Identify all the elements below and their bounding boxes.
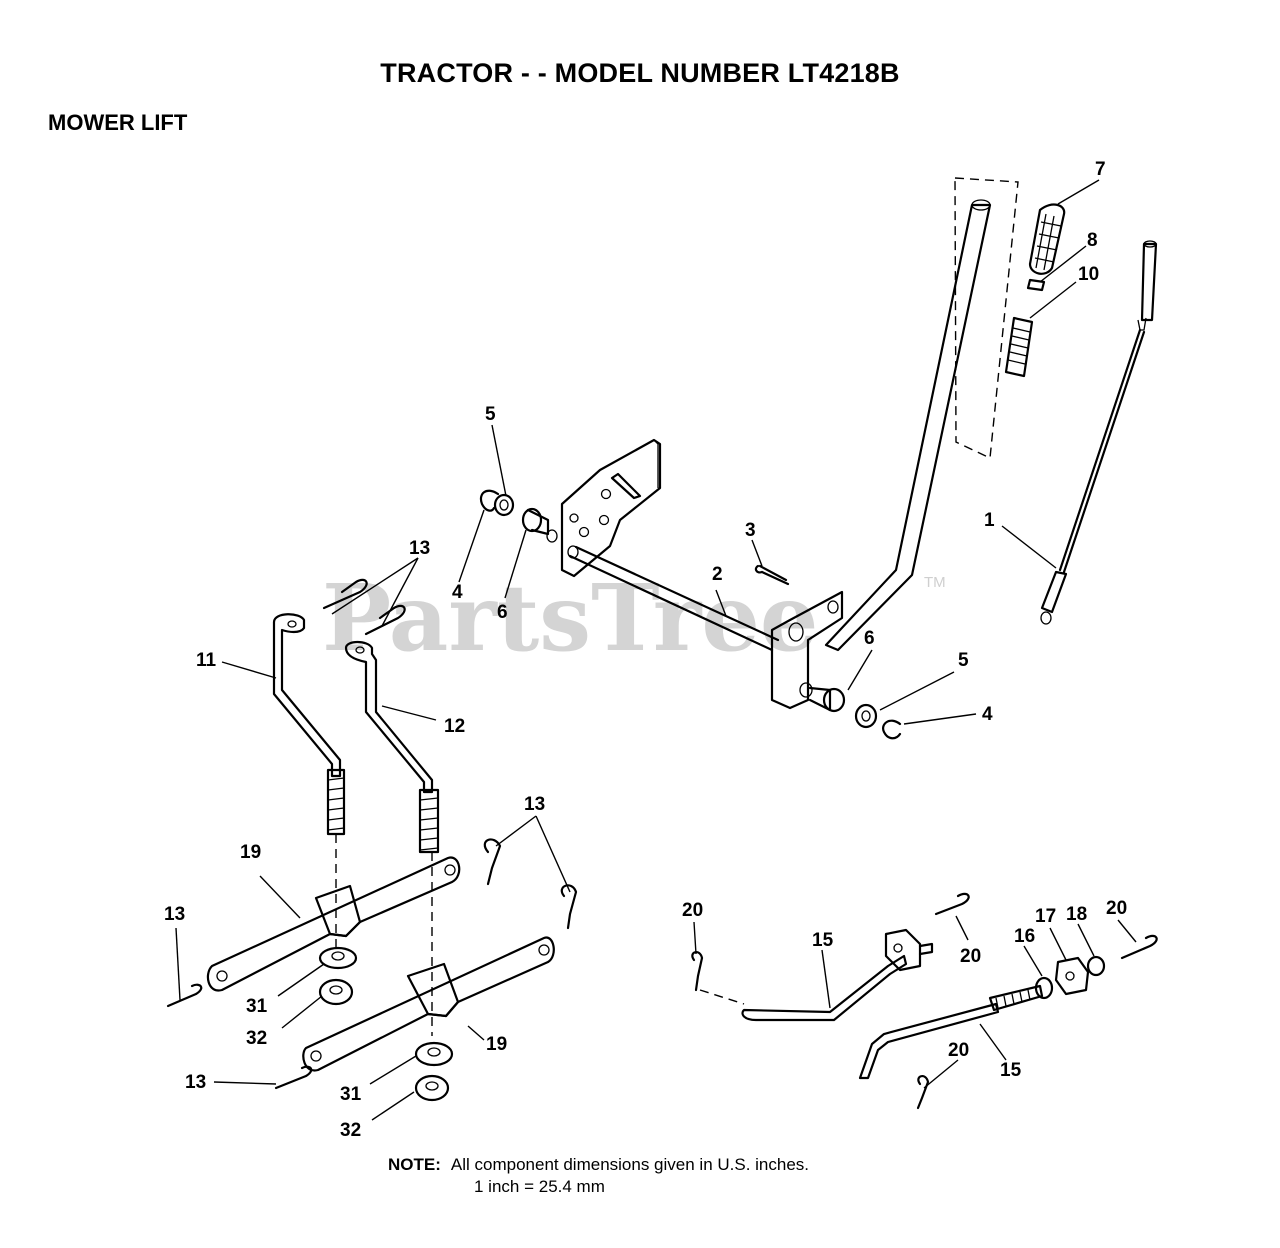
callout-20-mid: 20 bbox=[960, 946, 981, 967]
callout-13-mid: 13 bbox=[524, 794, 545, 815]
watermark-tm: TM bbox=[924, 574, 946, 591]
retainer-ring-left bbox=[479, 489, 500, 512]
callout-4-left: 4 bbox=[452, 582, 463, 603]
lift-rod bbox=[1040, 240, 1158, 625]
callout-8: 8 bbox=[1087, 230, 1098, 251]
callout-12: 12 bbox=[444, 716, 465, 737]
callout-13-left: 13 bbox=[164, 904, 185, 925]
front-link-upper bbox=[741, 928, 934, 1022]
hairpin-13d bbox=[560, 884, 578, 930]
section-title: MOWER LIFT bbox=[48, 110, 188, 135]
page-title: TRACTOR - - MODEL NUMBER LT4218B bbox=[380, 58, 900, 88]
callout-20-bottom: 20 bbox=[948, 1040, 969, 1061]
callout-16: 16 bbox=[1014, 926, 1035, 947]
dimension-note: NOTE: All component dimensions given in U… bbox=[388, 1154, 809, 1198]
lift-shaft bbox=[567, 545, 780, 652]
spring bbox=[1004, 316, 1034, 378]
bushing-right bbox=[799, 682, 846, 713]
hairpin-3 bbox=[754, 564, 790, 586]
callout-32-lower: 32 bbox=[340, 1120, 361, 1141]
ferrule-17 bbox=[1054, 956, 1090, 996]
hairpin-20c bbox=[1120, 934, 1158, 960]
lift-arm-lower bbox=[302, 936, 555, 1072]
bushing bbox=[1026, 278, 1046, 292]
hairpin-13f bbox=[274, 1065, 313, 1090]
lift-arm-upper bbox=[206, 856, 461, 992]
hairpin-20a bbox=[691, 951, 704, 992]
callout-11: 11 bbox=[196, 650, 217, 671]
washer-left bbox=[493, 493, 515, 517]
hairpin-20d bbox=[916, 1075, 930, 1110]
bushing-18 bbox=[1086, 955, 1106, 977]
callout-15-lower: 15 bbox=[1000, 1060, 1022, 1081]
hairpin-13a bbox=[322, 578, 368, 610]
callout-10: 10 bbox=[1078, 264, 1099, 285]
hairpin-13b bbox=[364, 604, 406, 636]
front-link-lower bbox=[858, 984, 1044, 1080]
grip bbox=[1028, 203, 1066, 275]
callout-13-bottom: 13 bbox=[185, 1072, 206, 1093]
callout-2: 2 bbox=[712, 564, 723, 585]
washer-16 bbox=[1034, 976, 1054, 1000]
nut-32-upper bbox=[318, 978, 354, 1006]
handle-outline bbox=[954, 177, 1019, 460]
callout-3: 3 bbox=[745, 520, 756, 541]
callout-18: 18 bbox=[1066, 904, 1087, 925]
callout-32-upper: 32 bbox=[246, 1028, 267, 1049]
callout-31-lower: 31 bbox=[340, 1084, 362, 1105]
washer-31-lower bbox=[414, 1041, 454, 1067]
callout-1: 1 bbox=[984, 510, 995, 531]
mounting-plate bbox=[560, 438, 662, 578]
washer-right bbox=[854, 703, 878, 729]
lift-lever bbox=[770, 199, 992, 710]
bushing-left bbox=[521, 507, 558, 543]
callout-31-upper: 31 bbox=[246, 996, 268, 1017]
callout-15-upper: 15 bbox=[812, 930, 834, 951]
callout-17: 17 bbox=[1035, 906, 1056, 927]
lift-link-12 bbox=[344, 640, 440, 854]
callout-20-left: 20 bbox=[682, 900, 703, 921]
note-line-1: All component dimensions given in U.S. i… bbox=[450, 1155, 810, 1174]
hairpin-20b bbox=[934, 892, 970, 916]
callout-13-top: 13 bbox=[409, 538, 430, 559]
washer-31-upper bbox=[318, 946, 358, 970]
callout-5-right: 5 bbox=[958, 650, 969, 671]
lift-link-11 bbox=[272, 613, 346, 836]
callout-6-left: 6 bbox=[497, 602, 508, 623]
callout-19-lower: 19 bbox=[486, 1034, 507, 1055]
callout-19-upper: 19 bbox=[240, 842, 261, 863]
hairpin-13c bbox=[483, 838, 502, 886]
callout-7: 7 bbox=[1095, 159, 1106, 180]
hairpin-13e bbox=[166, 983, 203, 1008]
note-label: NOTE: bbox=[388, 1155, 441, 1174]
callout-6-right: 6 bbox=[864, 628, 875, 649]
nut-32-lower bbox=[414, 1074, 450, 1102]
callout-20-right: 20 bbox=[1106, 898, 1127, 919]
callout-5-top: 5 bbox=[485, 404, 496, 425]
retainer-ring-right bbox=[882, 719, 902, 740]
note-line-2: 1 inch = 25.4 mm bbox=[474, 1177, 605, 1196]
callout-4-right: 4 bbox=[982, 704, 993, 725]
